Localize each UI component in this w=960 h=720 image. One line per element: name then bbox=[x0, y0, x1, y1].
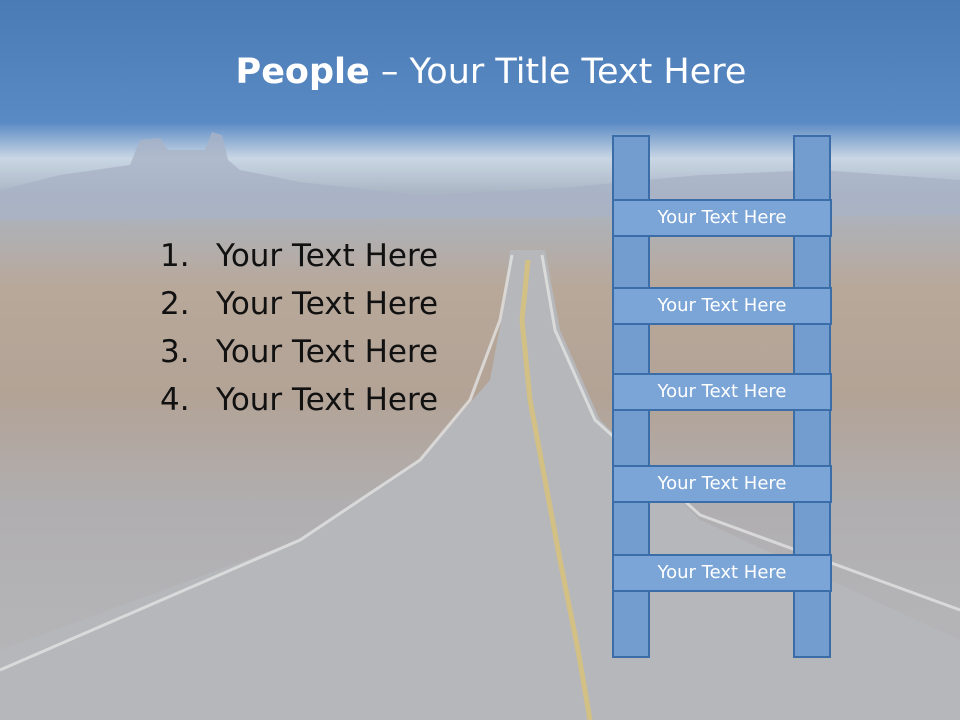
list-text: Your Text Here bbox=[216, 238, 439, 274]
ladder-rung: Your Text Here bbox=[612, 465, 832, 503]
distant-mesas bbox=[0, 132, 960, 220]
title-bold: People bbox=[235, 52, 370, 92]
list-text: Your Text Here bbox=[216, 382, 439, 418]
list-text: Your Text Here bbox=[216, 286, 439, 322]
ladder-rung: Your Text Here bbox=[612, 554, 832, 592]
numbered-list: 1. Your Text Here 2. Your Text Here 3. Your… bbox=[160, 232, 438, 424]
ladder-rung: Your Text Here bbox=[612, 373, 832, 411]
road-center-line bbox=[519, 259, 593, 720]
title-rest: Your Title Text Here bbox=[409, 52, 747, 92]
list-number: 4. bbox=[160, 382, 190, 418]
road-edge-line-left bbox=[0, 254, 514, 672]
road bbox=[0, 250, 960, 720]
list-item: 2. Your Text Here bbox=[160, 280, 438, 328]
title-separator: – bbox=[369, 52, 410, 92]
list-item: 3. Your Text Here bbox=[160, 328, 438, 376]
ladder-rung: Your Text Here bbox=[612, 199, 832, 237]
list-item: 1. Your Text Here bbox=[160, 232, 438, 280]
list-item: 4. Your Text Here bbox=[160, 376, 438, 424]
list-text: Your Text Here bbox=[216, 334, 439, 370]
slide-title: People – Your Title Text Here bbox=[0, 52, 960, 92]
road-edge-line-right bbox=[540, 254, 960, 612]
list-number: 1. bbox=[160, 238, 190, 274]
ladder-rung: Your Text Here bbox=[612, 287, 832, 325]
list-number: 3. bbox=[160, 334, 190, 370]
list-number: 2. bbox=[160, 286, 190, 322]
